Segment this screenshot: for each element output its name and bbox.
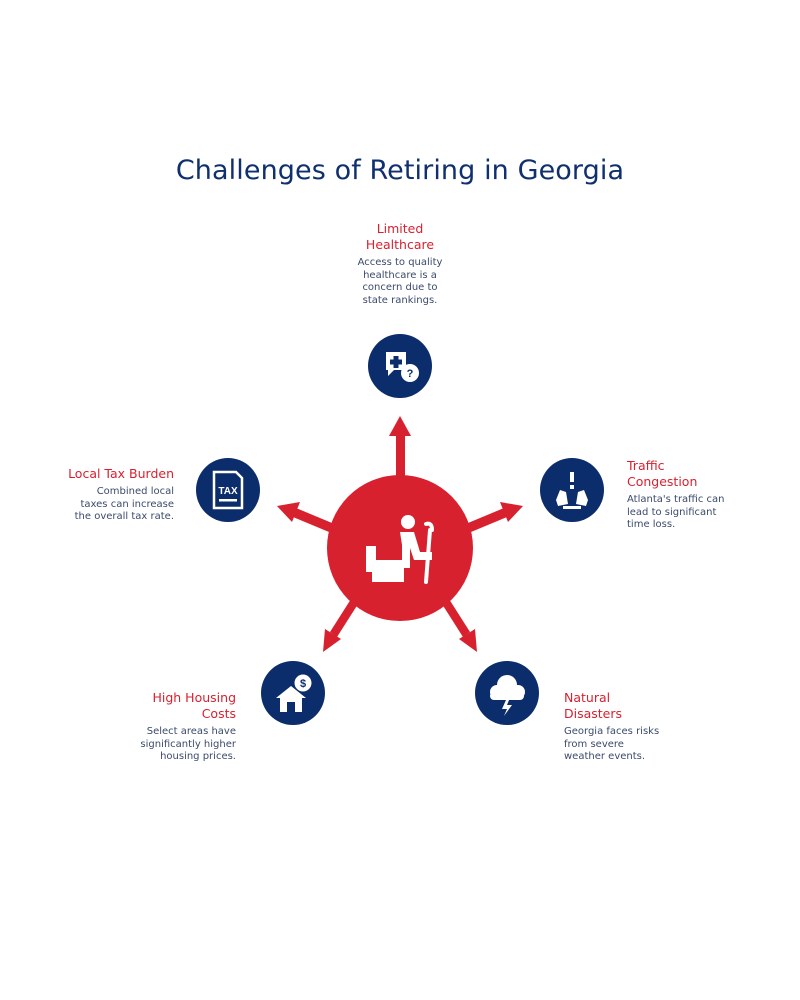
medical-question-icon: ? — [386, 352, 419, 382]
arrow-to-tax — [277, 502, 332, 532]
node-disasters — [475, 661, 539, 725]
challenge-traffic-description: Atlanta's traffic can lead to significan… — [627, 494, 725, 531]
center-node — [327, 475, 473, 621]
challenge-healthcare: Limited Healthcare Access to quality hea… — [330, 221, 470, 307]
challenge-healthcare-description: Access to quality healthcare is a concer… — [357, 257, 443, 306]
page-title: Challenges of Retiring in Georgia — [175, 155, 625, 186]
tax-document-icon: TAX — [212, 470, 244, 510]
challenge-disasters-description: Georgia faces risks from severe weather … — [564, 726, 660, 763]
challenge-disasters-label: Natural Disasters — [564, 690, 623, 721]
node-traffic — [540, 458, 604, 522]
challenge-housing: High Housing Costs Select areas have sig… — [86, 690, 236, 764]
challenge-disasters: Natural Disasters Georgia faces risks fr… — [564, 690, 714, 764]
node-housing: $ — [261, 661, 325, 725]
elderly-person-with-cane-icon — [366, 515, 434, 584]
svg-text:?: ? — [407, 368, 414, 380]
node-tax: TAX — [196, 458, 260, 522]
challenge-traffic-label: Traffic Congestion — [627, 458, 698, 489]
connector-arrows — [277, 416, 523, 652]
arrow-to-traffic — [468, 502, 523, 532]
challenge-housing-description: Select areas have significantly higher h… — [140, 726, 236, 763]
challenge-tax-label: Local Tax Burden — [68, 466, 174, 481]
challenge-housing-label: High Housing Costs — [152, 690, 236, 721]
car-collision-icon — [556, 472, 588, 509]
challenge-tax-description: Combined local taxes can increase the ov… — [74, 486, 174, 523]
arrow-to-housing — [323, 599, 358, 652]
storm-cloud-icon — [490, 675, 525, 716]
node-healthcare: ? — [368, 334, 432, 398]
challenge-traffic: Traffic Congestion Atlanta's traffic can… — [627, 458, 777, 532]
arrow-to-healthcare — [389, 416, 411, 480]
challenge-healthcare-label: Limited Healthcare — [365, 221, 435, 252]
challenge-tax: Local Tax Burden Combined local taxes ca… — [14, 466, 174, 524]
arrow-to-disasters — [442, 599, 477, 652]
house-dollar-icon: $ — [276, 674, 312, 712]
svg-text:TAX: TAX — [218, 486, 238, 497]
svg-text:$: $ — [300, 678, 306, 690]
